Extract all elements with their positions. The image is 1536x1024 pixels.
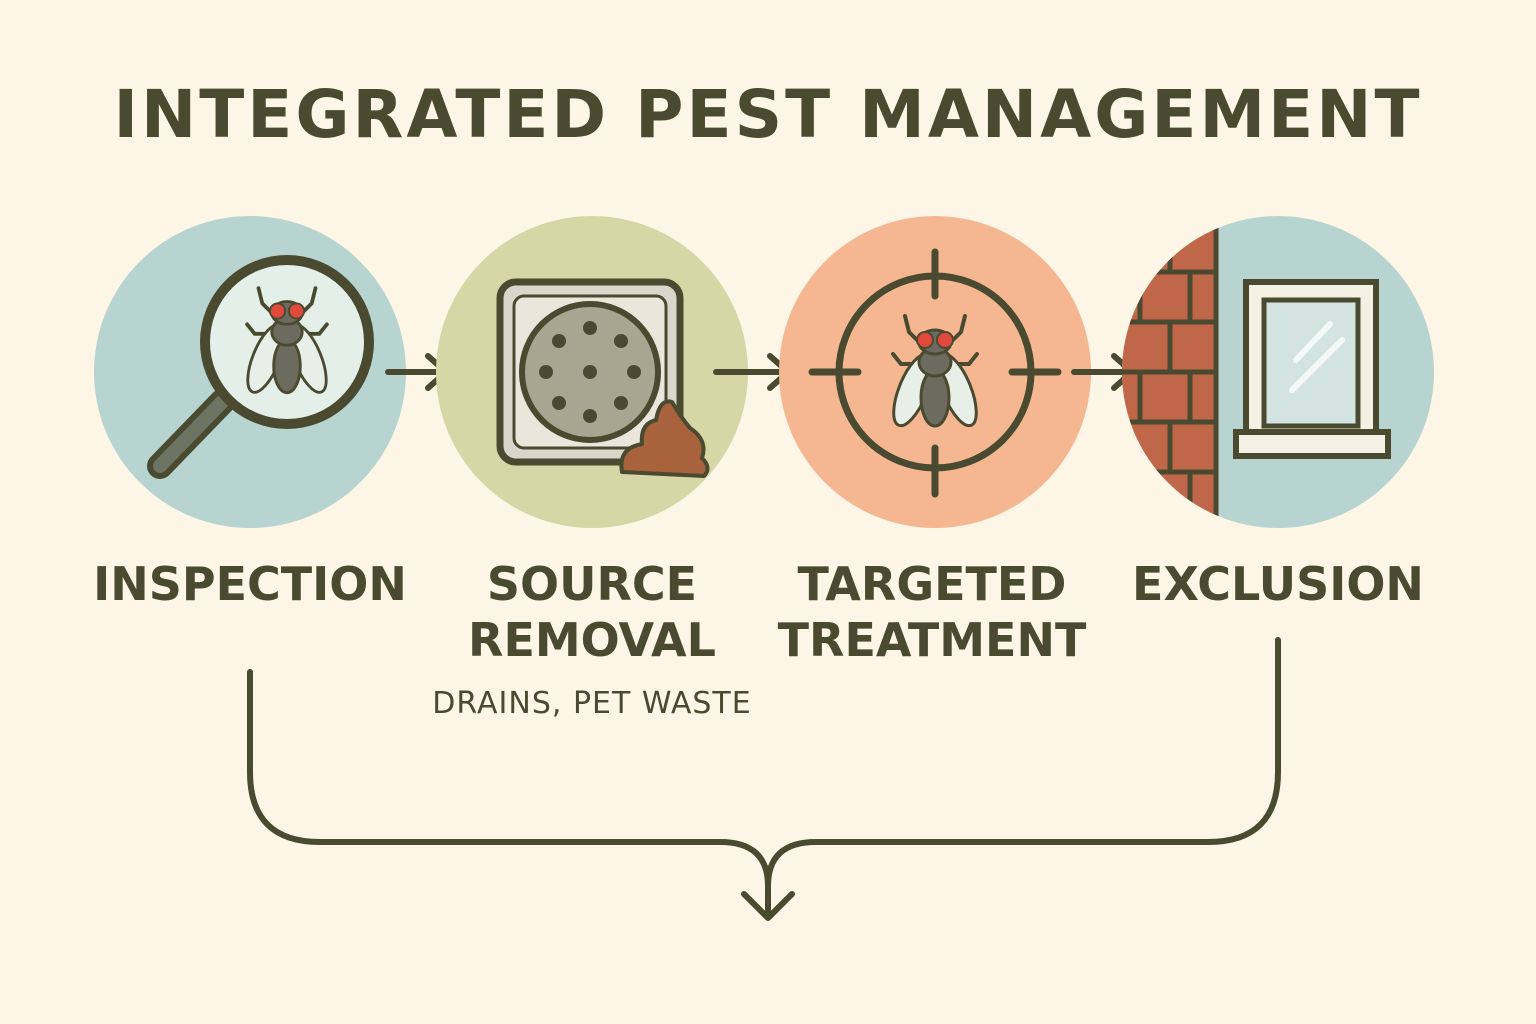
step-sublabel-source-removal: DRAINS, PET WASTE <box>432 686 752 721</box>
step-label-targeted-treatment: TARGETED TREATMENT <box>777 557 1087 667</box>
brick-wall-icon <box>1122 220 1219 520</box>
target-fly-icon <box>808 248 1062 498</box>
step-label-source-removal: SOURCE REMOVAL <box>468 557 716 667</box>
step-label-inspection: INSPECTION <box>93 557 407 611</box>
window-icon <box>1233 279 1391 459</box>
step-source-removal <box>436 216 748 528</box>
drain-waste-icon <box>496 278 710 478</box>
step-targeted-treatment <box>779 216 1091 528</box>
step-inspection <box>94 216 406 528</box>
step-exclusion <box>1122 216 1434 528</box>
diagram-title: INTEGRATED PEST MANAGEMENT <box>113 76 1423 153</box>
arrow-down-icon <box>741 891 795 921</box>
magnifier-fly-icon <box>147 255 374 479</box>
step-label-exclusion: EXCLUSION <box>1132 557 1424 611</box>
converge-bracket <box>247 637 1281 921</box>
